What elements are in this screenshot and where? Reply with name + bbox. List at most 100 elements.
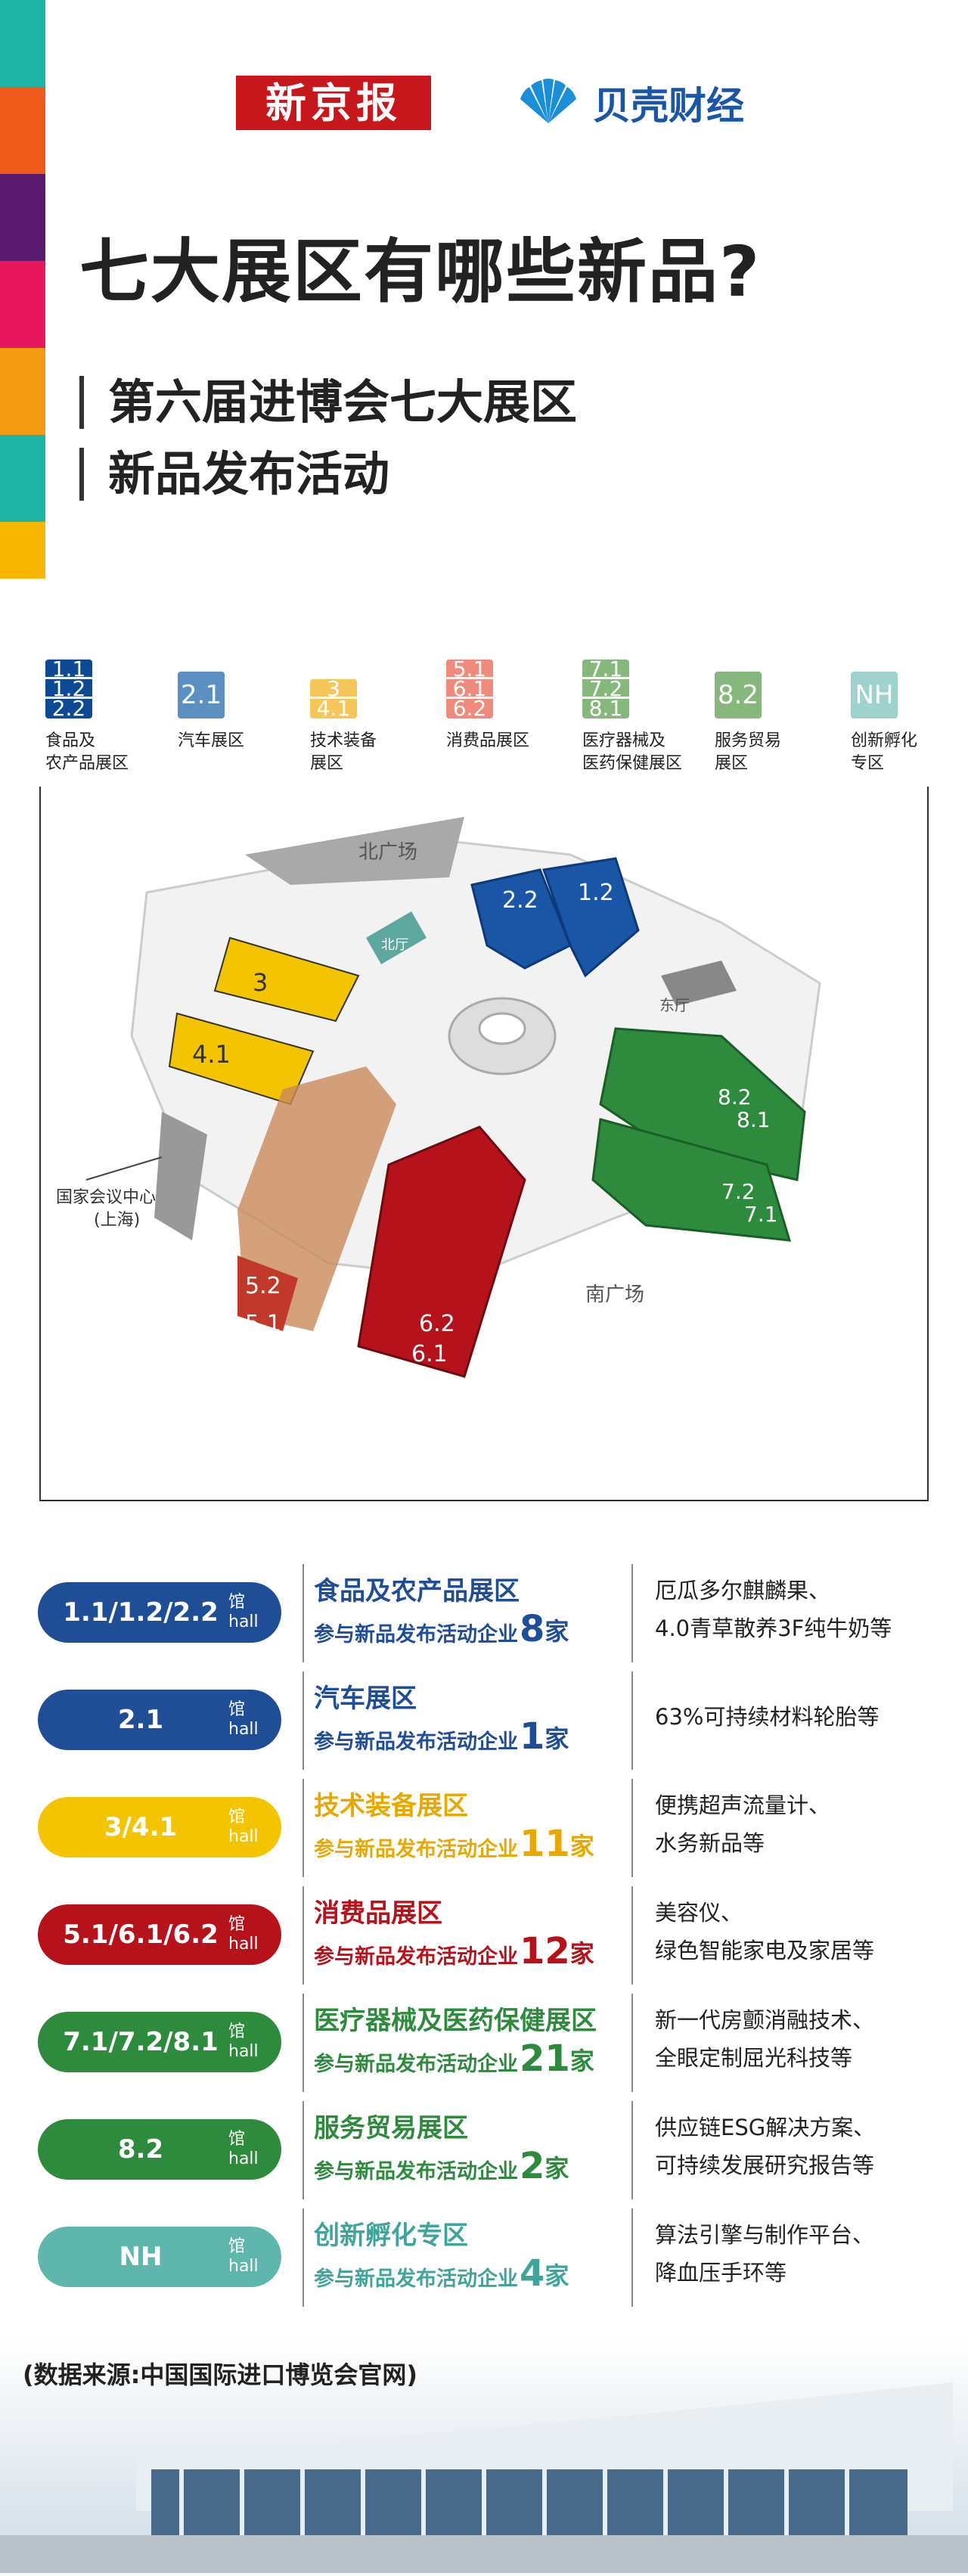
zone-name: 食品及农产品展区 — [314, 1576, 520, 1606]
new-products: 63%可持续材料轮胎等 — [655, 1698, 879, 1736]
page-title: 七大展区有哪些新品? — [79, 231, 762, 312]
count-number: 11 — [520, 1823, 570, 1865]
hall-cn: 馆 — [228, 1915, 246, 1934]
svg-text:8.2: 8.2 — [718, 1085, 752, 1110]
legend-label: 医疗器械及 医药保健展区 — [582, 731, 683, 773]
divider — [631, 1564, 633, 1662]
hall-number: 8.1 — [588, 696, 623, 719]
hall-cn: 馆 — [228, 2237, 246, 2256]
divider — [631, 2101, 633, 2199]
hall-numbers: NH — [119, 2242, 163, 2272]
divider — [631, 2208, 633, 2307]
count-prefix: 参与新品发布活动企业 — [314, 2160, 518, 2183]
hall-number: 7.1 — [582, 660, 629, 680]
svg-text:2.2: 2.2 — [502, 887, 538, 914]
ncc-label: 国家会议中心 — [56, 1188, 156, 1207]
divider — [302, 1779, 304, 1877]
xinjingbao-logo: 新京报 — [236, 76, 431, 130]
svg-text:5.1: 5.1 — [245, 1311, 281, 1337]
count-prefix: 参与新品发布活动企业 — [314, 2267, 518, 2291]
count-number: 2 — [520, 2145, 545, 2187]
data-source: (数据来源:中国国际进口博览会官网) — [23, 2360, 418, 2389]
count-prefix: 参与新品发布活动企业 — [314, 1838, 518, 1861]
hall-number: 6.2 — [452, 696, 487, 719]
hall-numbers: 5.1/6.1/6.2 — [63, 1920, 219, 1950]
svg-text:7.2: 7.2 — [721, 1179, 755, 1204]
count-number: 1 — [520, 1715, 545, 1758]
count-unit: 家 — [569, 1939, 594, 1968]
zone-name: 服务贸易展区 — [314, 2113, 468, 2143]
zone-name: 技术装备展区 — [314, 1791, 468, 1821]
svg-text:4.1: 4.1 — [192, 1040, 231, 1069]
hall-cn: 馆 — [228, 2130, 246, 2149]
zone-name: 创新孵化专区 — [314, 2221, 468, 2251]
zone-name: 汽车展区 — [314, 1684, 417, 1714]
hall-cn: 馆 — [228, 2022, 246, 2041]
hall-numbers: 3/4.1 — [104, 1812, 178, 1842]
subtitle-line-1: 第六届进博会七大展区 — [79, 376, 577, 429]
product-line: 新一代房颤消融技术、 — [655, 2007, 875, 2033]
hall-en: hall — [228, 1935, 259, 1954]
hall-number: 5.1 — [446, 660, 493, 680]
count-number: 8 — [520, 1608, 545, 1650]
hall-badge: NH — [851, 672, 898, 718]
hall-numbers: 1.1/1.2/2.2 — [63, 1597, 219, 1628]
svg-text:6.2: 6.2 — [419, 1311, 455, 1337]
product-line: 4.0青草散养3F纯牛奶等 — [655, 1615, 892, 1641]
hall-badge: 8.2 — [715, 672, 762, 718]
hall-cn: 馆 — [228, 1700, 246, 1719]
svg-text:6.1: 6.1 — [411, 1341, 448, 1367]
hall-en: hall — [228, 1612, 259, 1631]
count-prefix: 参与新品发布活动企业 — [314, 1945, 518, 1969]
new-products: 美容仪、绿色智能家电及家居等 — [655, 1894, 874, 1969]
count-number: 12 — [520, 1930, 570, 1972]
svg-text:3: 3 — [253, 968, 268, 997]
divider — [302, 2208, 304, 2307]
hall-cn: 馆 — [228, 1808, 246, 1826]
hall-number: 3 — [310, 679, 357, 700]
legend-label: 消费品展区 — [446, 731, 530, 750]
hall-number: 7.2 — [582, 678, 629, 700]
hall-number: 6.1 — [446, 678, 493, 700]
divider — [631, 1994, 633, 2092]
hall-numbers: 7.1/7.2/8.1 — [63, 2027, 219, 2057]
hall-number: 2.2 — [51, 696, 86, 719]
count-unit: 家 — [544, 1724, 569, 1753]
east-hall-label: 东厅 — [659, 996, 690, 1014]
south-plaza-label: 南广场 — [585, 1283, 644, 1306]
product-line: 可持续发展研究报告等 — [655, 2152, 875, 2178]
new-products: 供应链ESG解决方案、可持续发展研究报告等 — [655, 2109, 875, 2184]
hall-number: 2.1 — [180, 680, 222, 710]
hall-numbers: 8.2 — [117, 2134, 164, 2165]
product-line: 降血压手环等 — [655, 2260, 787, 2286]
hall-number: 1.1 — [45, 660, 92, 680]
divider — [302, 1564, 304, 1662]
